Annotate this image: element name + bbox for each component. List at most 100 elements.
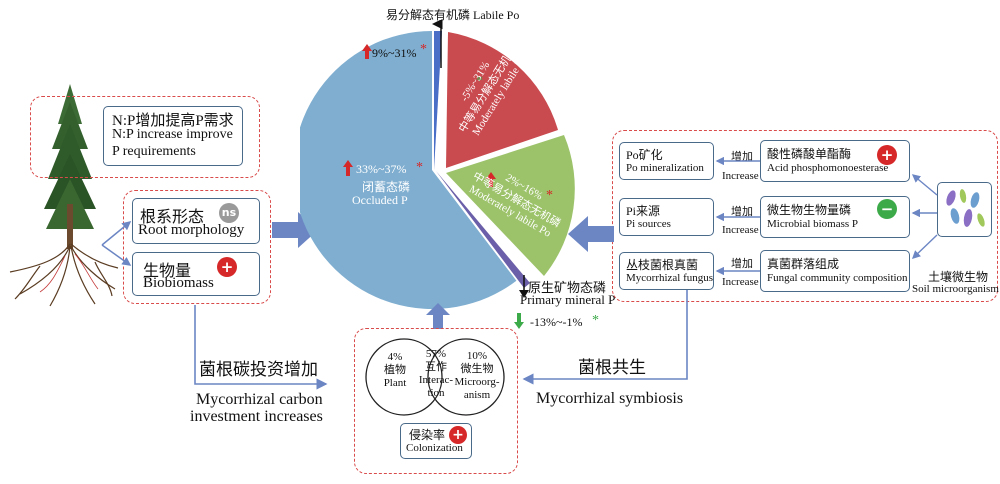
colon-label-en: Colonization	[406, 442, 463, 454]
np-label-en2: P requirements	[112, 144, 196, 159]
venn-diagram	[365, 338, 505, 416]
micro-label-en1: Microorg-	[454, 376, 500, 388]
primary-mineral-p-slice	[436, 171, 530, 288]
pi-label-zh: Pi来源	[626, 204, 661, 218]
up-arrow-stem	[489, 179, 493, 187]
mbp-label-en: Microbial biomass P	[767, 218, 859, 230]
inter-pct: 57%	[425, 348, 447, 360]
increase-label-zh: 增加	[731, 258, 753, 270]
up-arrow-icon	[362, 44, 372, 51]
np-label-zh: N:P增加提高P需求	[112, 113, 234, 129]
myco-label-en: Mycorrhizal fungus	[626, 272, 714, 284]
soil-label-en: Soil microorganism	[912, 283, 999, 295]
labile-po-label: 易分解态有机磷 Labile Po	[386, 8, 520, 22]
pi-label-en: Pi sources	[626, 218, 671, 230]
symbiosis-label-zh: 菌根共生	[578, 358, 646, 377]
soil-to-pie-arrow	[568, 216, 614, 252]
root-label-en: Root morphology	[138, 222, 245, 238]
increase-label-en: Increase	[722, 224, 759, 236]
micro-label-en2: anism	[463, 389, 491, 401]
up-arrow-stem	[365, 51, 369, 59]
fungal-label-zh: 真菌群落组成	[767, 257, 840, 271]
phosphorus-fraction-pie	[300, 20, 575, 309]
significance-star-green: *	[476, 74, 483, 89]
tree-to-traits-arrows	[101, 221, 132, 266]
microbial-biomass-p-box: 微生物生物量磷 Microbial biomass P −	[760, 196, 910, 238]
significance-star: *	[420, 42, 427, 57]
colonization-to-pie-arrow	[426, 303, 450, 329]
plant-pct: 4%	[387, 351, 403, 363]
root-label-zh: 根系形态	[140, 209, 205, 226]
down-arrow-head	[514, 322, 524, 329]
inter-label-en2: tion	[427, 387, 445, 399]
soil-microbe-panel	[612, 130, 998, 302]
occluded-p-slice	[300, 31, 517, 309]
increase-label-zh: 增加	[731, 151, 753, 163]
po-label-en: Po mineralization	[626, 162, 704, 174]
up-arrow-icon	[343, 160, 353, 167]
myco-label-zh: 丛枝菌根真菌	[626, 258, 699, 272]
acid-label-zh: 酸性磷酸单酯酶	[767, 147, 852, 161]
symbiosis-connector	[522, 290, 688, 385]
po-mineralization-box: Po矿化 Po mineralization	[619, 142, 714, 180]
interaction-venn-text: 57% 互作 Interac- tion	[418, 348, 454, 400]
invest-label-en1: Mycorrhizal carbon	[196, 391, 323, 408]
plant-circle	[365, 338, 443, 416]
microorganism-circle	[427, 338, 505, 416]
occluded-change: 33%~37%	[356, 162, 407, 176]
np-label-en1: N:P increase improve	[112, 127, 233, 142]
inter-label-zh: 互作	[425, 361, 447, 373]
up-arrow-icon	[486, 172, 496, 179]
primary-change: -13%~-1%	[530, 315, 583, 329]
plant-label-zh: 植物	[384, 364, 406, 376]
moderately-labile-po-slice	[446, 135, 575, 276]
po-label-zh: Po矿化	[626, 148, 663, 162]
np-ratio-box: N:P增加提高P需求 N:P increase improve P requir…	[103, 106, 243, 166]
increase-label-en: Increase	[722, 170, 759, 182]
labile-po-slice	[434, 30, 442, 170]
mbp-label-zh: 微生物生物量磷	[767, 203, 852, 217]
colonization-box: 侵染率 Colonization +	[400, 423, 472, 459]
significance-star: *	[546, 188, 553, 203]
pi-sources-box: Pi来源 Pi sources	[619, 198, 714, 236]
micro-label-zh: 微生物	[460, 363, 494, 375]
ns-badge: ns	[219, 203, 239, 223]
significance-star-green: *	[592, 313, 599, 328]
increase-label-en: Increase	[722, 276, 759, 288]
biomass-label-en: Biobiomass	[143, 275, 214, 291]
tree-trunk	[67, 204, 73, 249]
plus-icon: +	[449, 426, 467, 444]
plant-venn-text: 4% 植物 Plant	[377, 351, 413, 390]
increase-label-zh: 增加	[731, 206, 753, 218]
biomass-box: 生物量 Biobiomass +	[132, 252, 260, 296]
micro-pct: 10%	[466, 350, 488, 362]
primary-label-en: Primary mineral P	[520, 292, 616, 307]
root-morphology-box: 根系形态 Root morphology ns	[132, 198, 260, 244]
significance-star: *	[416, 160, 423, 175]
plant-traits-panel	[123, 190, 271, 304]
right-panel-arrows	[715, 156, 938, 276]
symbiosis-label-en: Mycorrhizal symbiosis	[536, 390, 684, 407]
microbe-icon	[946, 189, 985, 227]
colon-label-zh: 侵染率	[409, 428, 446, 442]
tree-roots	[9, 243, 119, 307]
invest-label-zh: 菌根碳投资增加	[199, 360, 318, 379]
tree-illustration	[9, 84, 119, 307]
invest-label-en2: investment increases	[190, 408, 323, 425]
occluded-label-zh: 闭蓄态磷	[362, 180, 411, 194]
minus-icon: −	[877, 199, 897, 219]
soil-microbe-image-box	[937, 182, 992, 237]
acid-phosphomonoesterase-box: 酸性磷酸单酯酶 Acid phosphomonoesterase +	[760, 140, 910, 182]
soil-label-zh: 土壤微生物	[928, 270, 989, 284]
inter-label-en1: Interac-	[418, 374, 454, 386]
variance-partition-panel	[354, 328, 518, 474]
fungal-community-box: 真菌群落组成 Fungal community composition	[760, 250, 910, 292]
moderately-labile-pi-slice	[446, 32, 558, 168]
down-arrow-icon	[517, 313, 521, 322]
plant-label-en: Plant	[383, 377, 407, 389]
mycorrhizal-fungus-box: 丛枝菌根真菌 Mycorrhizal fungus	[619, 252, 714, 290]
acid-label-en: Acid phosphomonoesterase	[767, 162, 889, 174]
np-ratio-panel	[30, 96, 260, 178]
up-arrow-stem	[346, 167, 350, 176]
occluded-label-en: Occluded P	[352, 193, 408, 207]
